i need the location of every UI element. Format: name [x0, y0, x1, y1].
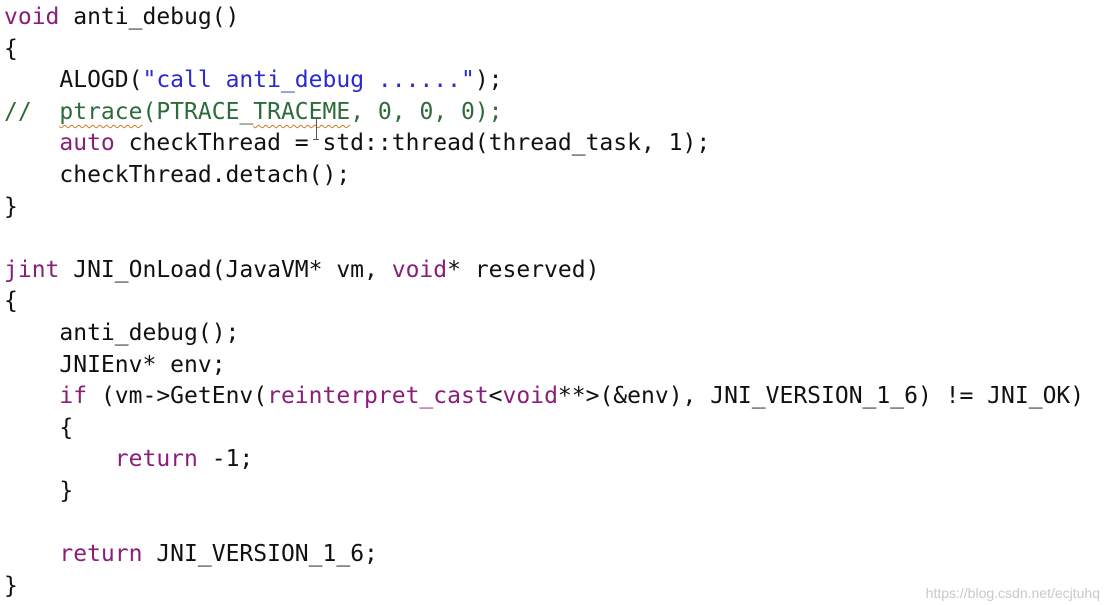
code-token: if	[59, 383, 88, 410]
code-line: {	[4, 413, 73, 445]
code-token: ALOGD(	[4, 67, 143, 94]
code-token: (PTRACE_	[142, 98, 254, 125]
code-token: }	[4, 193, 18, 220]
code-token: return	[59, 541, 143, 568]
code-token: , 0, 0, 0);	[350, 98, 503, 125]
code-token: }	[4, 478, 74, 504]
code-line: jint JNI_OnLoad(JavaVM* vm, void* reserv…	[4, 255, 599, 287]
code-line: anti_debug();	[4, 318, 239, 350]
code-line: void anti_debug()	[4, 2, 239, 34]
code-line: }	[4, 571, 18, 603]
code-token: {	[4, 414, 74, 441]
code-token: auto	[59, 130, 115, 157]
code-token: //	[4, 98, 60, 125]
code-token: anti_debug();	[4, 320, 240, 346]
code-token: TRACEME	[253, 98, 351, 125]
code-token: checkThread = std::thread(thread_task, 1…	[114, 130, 711, 157]
code-token: anti_debug()	[59, 4, 240, 30]
code-token: {	[4, 288, 18, 315]
code-token	[4, 383, 59, 409]
code-token: reinterpret_cast	[267, 383, 489, 410]
code-token: }	[4, 572, 18, 599]
code-line: }	[4, 476, 73, 508]
watermark: https://blog.csdn.net/ecjtuhq	[925, 585, 1100, 601]
code-line: if (vm->GetEnv(reinterpret_cast<void**>(…	[4, 381, 1084, 413]
ibeam-cursor-icon	[313, 118, 319, 140]
code-token	[4, 130, 59, 156]
code-token: void	[4, 4, 60, 30]
code-token: );	[474, 67, 503, 94]
code-token: return	[114, 446, 198, 473]
code-line: {	[4, 286, 18, 318]
code-token: void	[391, 256, 448, 283]
code-token: "call anti_debug ......"	[142, 67, 475, 94]
code-token: ptrace	[59, 98, 143, 125]
code-token: checkThread.detach();	[4, 162, 351, 188]
code-token	[4, 541, 59, 567]
code-line: {	[4, 34, 18, 66]
code-line: return -1;	[4, 444, 253, 476]
code-token: jint	[4, 256, 60, 283]
code-token: JNI_OnLoad(JavaVM* vm,	[59, 256, 392, 283]
code-token: void	[502, 383, 558, 410]
code-token: JNI_VERSION_1_6;	[142, 541, 378, 568]
code-line: checkThread.detach();	[4, 160, 350, 192]
code-line: JNIEnv* env;	[4, 350, 226, 382]
code-token: **>(&env), JNI_VERSION_1_6) != JNI_OK)	[557, 383, 1085, 410]
code-token: * reserved)	[447, 256, 600, 283]
code-line	[4, 508, 18, 540]
code-token: (vm->GetEnv(	[87, 383, 268, 410]
code-line: return JNI_VERSION_1_6;	[4, 539, 378, 571]
code-token: <	[488, 383, 503, 410]
code-token: {	[4, 35, 18, 62]
code-token	[4, 446, 115, 472]
code-line: // ptrace(PTRACE_TRACEME, 0, 0, 0);	[4, 97, 503, 129]
code-line: ALOGD("call anti_debug ......");	[4, 65, 503, 97]
code-line: auto checkThread = std::thread(thread_ta…	[4, 128, 710, 160]
code-line: }	[4, 192, 18, 224]
code-token: JNIEnv* env;	[4, 351, 226, 378]
code-line	[4, 223, 18, 255]
code-token: -1;	[197, 446, 254, 473]
